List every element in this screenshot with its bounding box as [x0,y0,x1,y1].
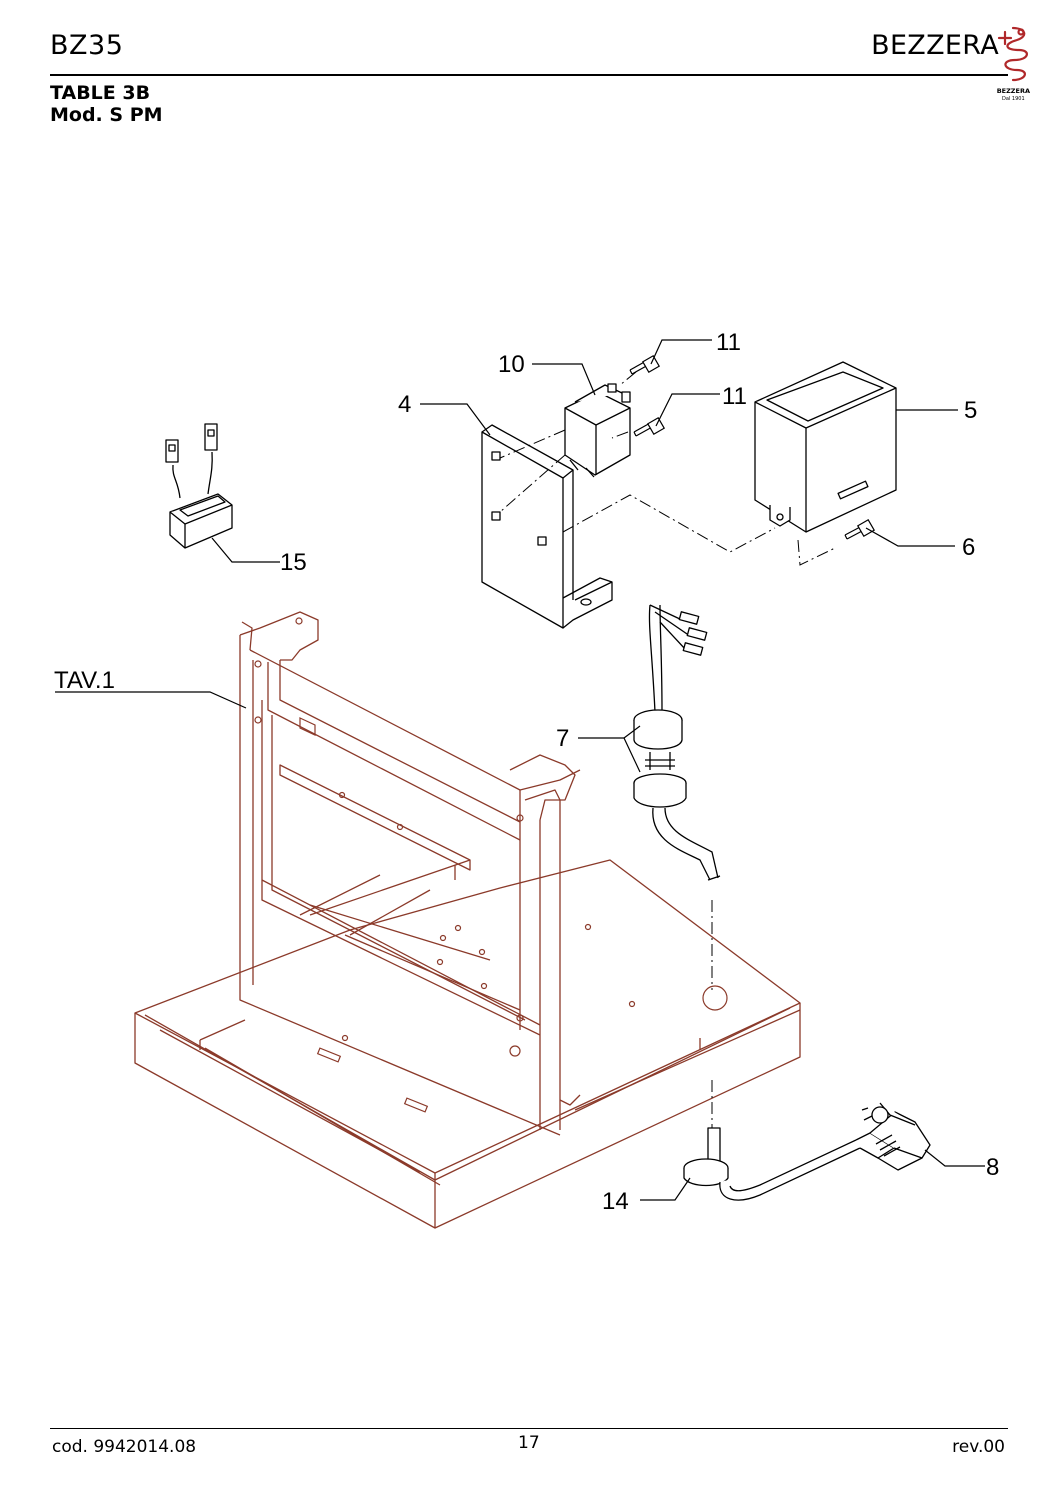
logo-text: BEZZERA [996,87,1030,95]
callout-6: 6 [962,534,975,561]
table-number: TABLE 3B [50,82,151,104]
callout-11-upper: 11 [716,329,741,356]
frame-holes [254,617,728,1113]
callout-15: 15 [280,549,307,576]
logo-caption: BEZZERA Dal 1901 [997,87,1030,103]
callout-11-lower: 11 [722,383,747,410]
page-number: 17 [518,1433,540,1453]
assembly-lines [499,371,836,1128]
revision-label: rev.00 [952,1437,1005,1457]
callout-4: 4 [398,391,411,418]
logo-since: Dal 1901 [1002,96,1025,102]
header-rule [50,74,1008,76]
callout-tav-1: TAV.1 [54,667,115,694]
base-frame [134,611,801,1229]
mounting-bracket [481,424,613,629]
callout-14: 14 [602,1188,629,1215]
model-name: BZ35 [50,30,124,61]
document-code: cod. 9942014.08 [52,1437,197,1457]
leader-lines [55,339,985,1201]
power-cord [683,1102,931,1201]
footer-rule [50,1428,1008,1429]
callout-5: 5 [964,397,977,424]
table-title: TABLE 3B Mod. S PM [50,82,163,126]
filter-component [165,423,233,549]
brand-name: BEZZERA [871,30,999,61]
callout-7: 7 [556,725,569,752]
electrical-box-cover [754,361,897,533]
cable-gland [633,604,721,881]
relay-component [564,383,631,478]
model-variant: Mod. S PM [50,104,163,126]
callout-10: 10 [498,351,525,378]
callout-8: 8 [986,1154,999,1181]
bezzera-logo-icon [997,26,1028,82]
